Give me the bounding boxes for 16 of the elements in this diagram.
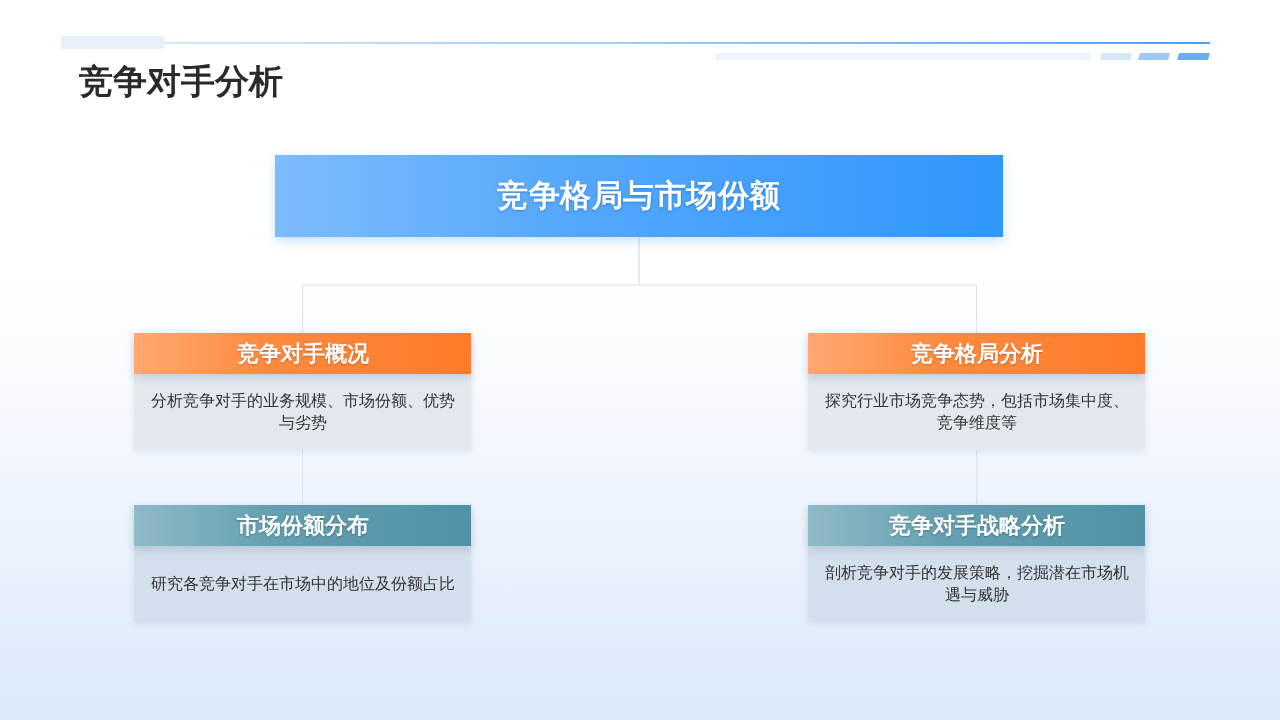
card-description: 探究行业市场竞争态势，包括市场集中度、竞争维度等 <box>823 391 1130 433</box>
card-title: 竞争格局分析 <box>910 342 1043 365</box>
card-title: 竞争对手战略分析 <box>888 514 1065 537</box>
info-card <box>808 505 1145 622</box>
card-title: 竞争对手概况 <box>236 342 369 365</box>
info-card <box>134 333 471 450</box>
info-card <box>134 505 471 622</box>
page-title: 竞争对手分析 <box>79 61 283 102</box>
card-title: 市场份额分布 <box>236 514 369 537</box>
card-description: 剖析竞争对手的发展策略，挖掘潜在市场机遇与威胁 <box>823 563 1130 605</box>
card-description: 研究各竞争对手在市场中的地位及份额占比 <box>150 574 455 594</box>
connector-line <box>638 236 977 334</box>
banner-box <box>275 155 1003 237</box>
banner-title: 竞争格局与市场份额 <box>497 176 781 215</box>
info-card <box>808 333 1145 450</box>
card-description: 分析竞争对手的业务规模、市场份额、优势与劣势 <box>149 391 456 433</box>
